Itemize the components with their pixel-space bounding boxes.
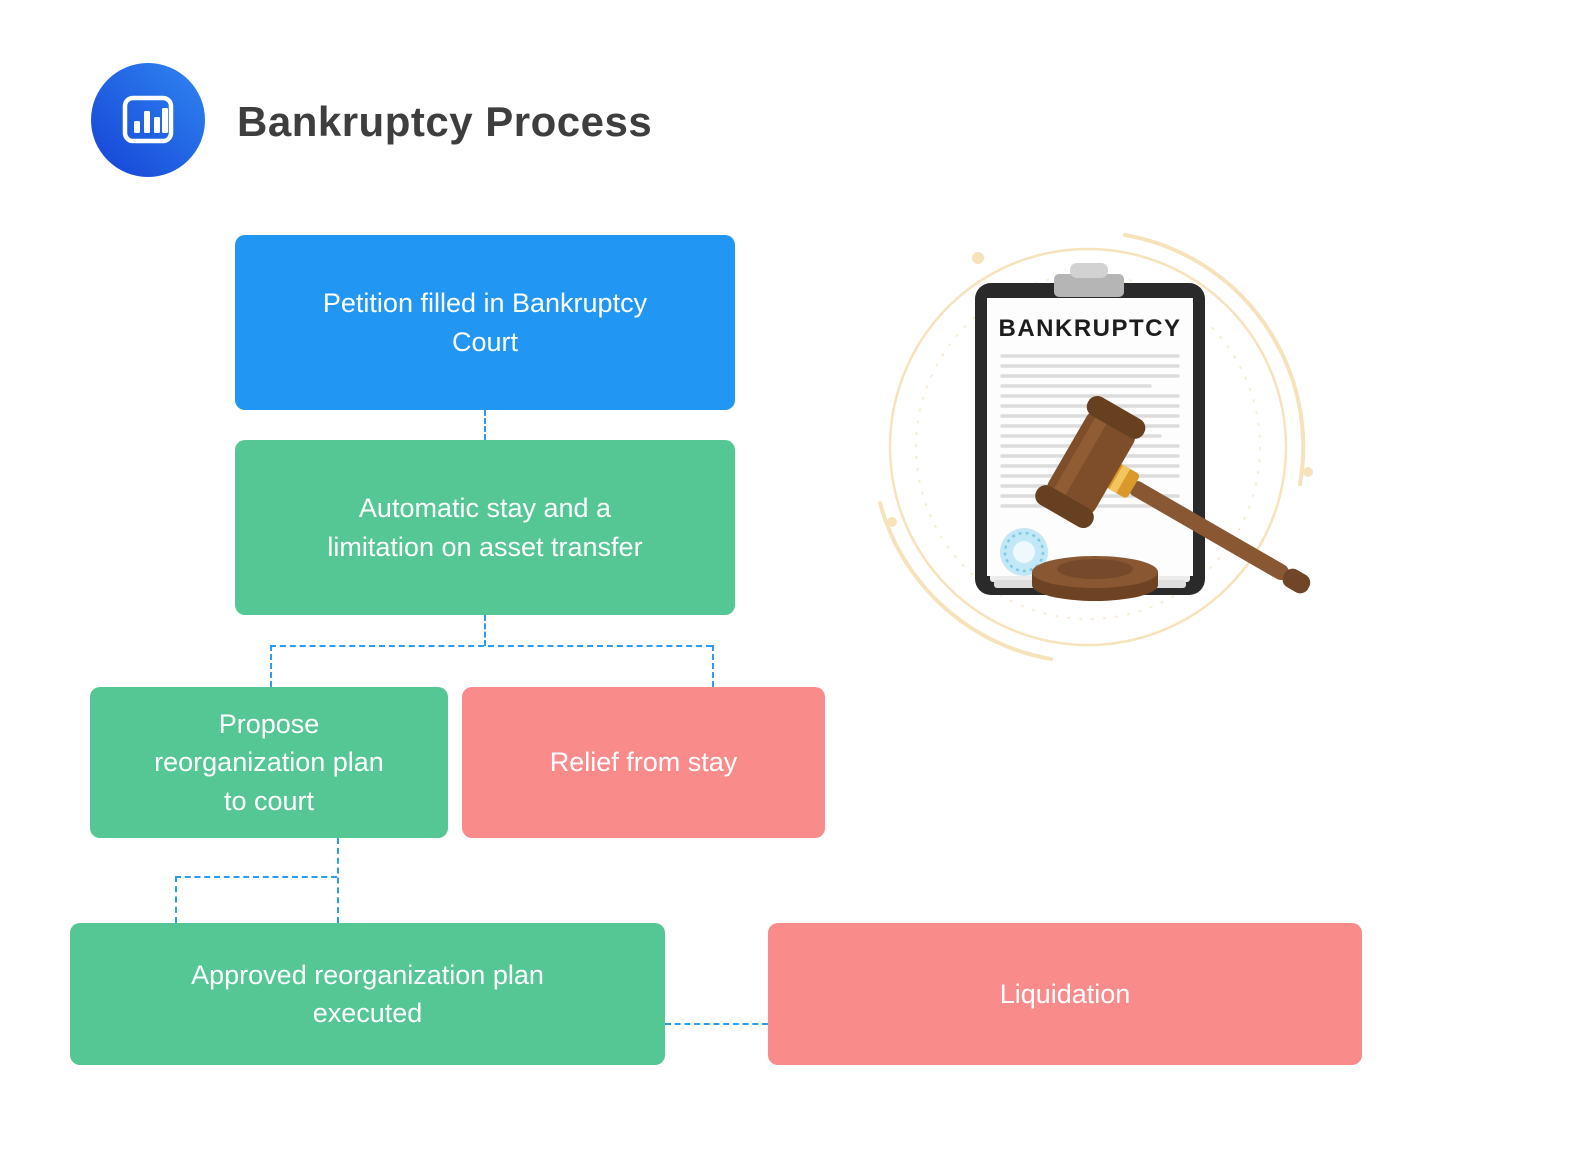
bar-chart-icon-svg [91,63,205,177]
connector-split-to-relief [712,645,714,687]
connector-petition-to-stay [484,410,486,440]
connector-approved-to-liquidation [665,1023,768,1025]
clipboard: BANKRUPTCY [975,283,1205,595]
connector-propose-horizontal [175,876,337,878]
seal-stamp [1000,528,1048,576]
bar-chart-icon [90,62,206,178]
gavel-sound-block [1032,556,1158,601]
flow-node-approved-plan: Approved reorganization plan executed [70,923,665,1065]
flow-node-relief-from-stay: Relief from stay [462,687,825,838]
decor-circles [878,233,1313,661]
gavel-icon [1035,395,1311,594]
flow-node-petition: Petition filled in Bankruptcy Court [235,235,735,410]
flow-node-automatic-stay: Automatic stay and a limitation on asset… [235,440,735,615]
flow-node-liquidation: Liquidation [768,923,1362,1065]
clipboard-clip [1054,263,1124,297]
bankruptcy-clipboard-illustration: BANKRUPTCY [878,222,1358,712]
connector-propose-to-approved [175,876,177,923]
flow-node-propose-plan: Propose reorganization plan to court [90,687,448,838]
connector-split-to-propose [270,645,272,687]
connector-stay-drop [484,615,486,646]
connector-propose-drop [337,838,339,923]
clipboard-title: BANKRUPTCY [999,315,1182,342]
connector-split-horizontal [270,645,712,647]
page-title: Bankruptcy Process [237,98,653,145]
